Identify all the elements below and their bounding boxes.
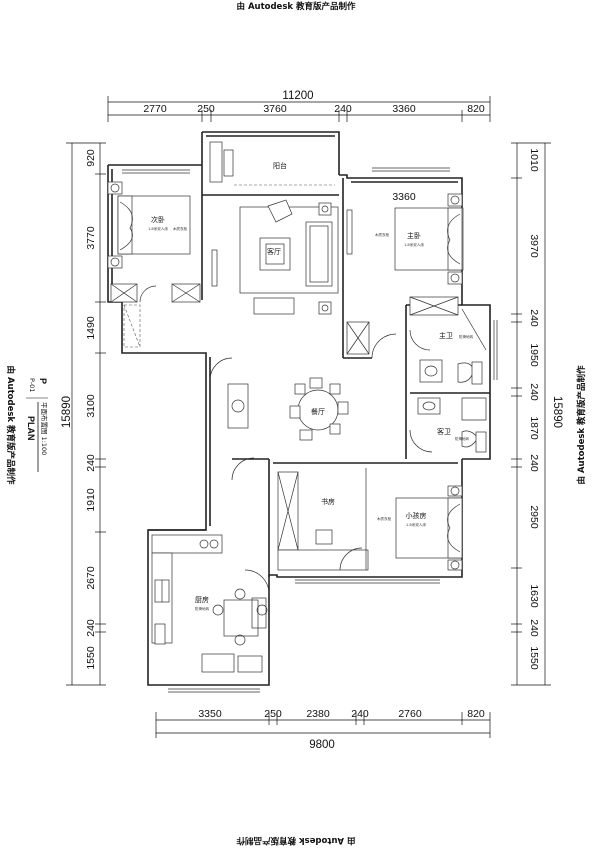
study: 书房 — [277, 468, 369, 571]
balcony: 阳台 — [209, 141, 335, 186]
right-dim-3: 240 — [528, 309, 540, 327]
top-dim-3: 3760 — [263, 103, 287, 115]
walls — [107, 131, 498, 693]
watermark-top: 由 Autodesk 教育版产品制作 — [236, 1, 356, 12]
room-label-kids-room: 小孩房 — [406, 511, 427, 520]
wardrobe-note-master-bedroom: 木质衣柜 — [375, 232, 390, 237]
right-dim-6: 1870 — [528, 416, 540, 440]
bed-note-master-bedroom: 1.8米双人床 — [404, 242, 424, 247]
wardrobe-note-second-bedroom: 木质衣柜 — [173, 226, 188, 231]
top-dim-1: 2770 — [143, 103, 167, 115]
bed-note-second-bedroom: 1.8米双人床 — [148, 226, 168, 231]
left-dim-1: 920 — [85, 149, 97, 167]
left-dimension-chain: 920 3770 1490 3100 240 1910 2670 240 155… — [61, 142, 106, 686]
sheet-number: P — [38, 378, 48, 384]
top-dim-5: 3360 — [392, 103, 416, 115]
bottom-dim-2: 250 — [264, 708, 282, 720]
dining-room: 餐厅 — [209, 357, 349, 481]
left-dim-6: 1910 — [85, 488, 97, 512]
right-dim-5: 240 — [528, 383, 540, 401]
wardrobe-note-kids-room: 木质衣柜 — [377, 516, 392, 521]
left-dim-3: 1490 — [85, 316, 97, 340]
drawing-plan-label: PLAN — [26, 416, 36, 441]
second-bedroom: 次卧 1.8米双人床 木质衣柜 — [107, 181, 218, 303]
floor-note-master-bath: 防滑地砖 — [459, 334, 474, 339]
watermark-left: 由 Autodesk 教育版产品制作 — [5, 365, 16, 485]
bottom-dim-5: 2760 — [398, 708, 422, 720]
left-total-dimension: 15890 — [61, 396, 73, 428]
left-dim-7: 2670 — [85, 566, 97, 590]
entry-cabinet — [123, 304, 141, 348]
living-room: 客厅 — [239, 199, 339, 315]
master-bath: 主卫 防滑地砖 — [409, 308, 487, 385]
left-dim-9: 1550 — [85, 646, 97, 670]
right-dim-8: 2950 — [528, 505, 540, 529]
left-dim-2: 3770 — [85, 226, 97, 250]
room-label-kitchen: 厨房 — [195, 595, 209, 604]
right-dim-4: 1950 — [528, 343, 540, 367]
room-label-balcony: 阳台 — [273, 161, 287, 170]
right-dim-2: 3970 — [528, 234, 540, 258]
room-label-master-bedroom: 主卧 — [407, 231, 421, 240]
floor-note-guest-bath: 防滑地砖 — [455, 436, 470, 441]
top-total-dimension: 11200 — [282, 90, 313, 102]
top-dim-6: 820 — [467, 103, 485, 115]
left-dim-8: 240 — [85, 619, 97, 637]
right-dim-9: 1630 — [528, 584, 540, 608]
master-bedroom: 3360 主卧 1.8米双人床 木质衣柜 — [346, 191, 464, 359]
watermark-right: 由 Autodesk 教育版产品制作 — [576, 365, 587, 485]
room-label-master-bath: 主卫 — [439, 331, 453, 340]
room-label-dining-room: 餐厅 — [311, 407, 325, 416]
bottom-dim-4: 240 — [351, 708, 369, 720]
right-dim-10: 240 — [528, 619, 540, 637]
bottom-dim-6: 820 — [467, 708, 485, 720]
right-dimension-chain: 1010 3970 240 1950 240 1870 240 2950 163… — [511, 142, 563, 686]
top-dimension-chain: 11200 2770 250 3760 240 3360 820 — [107, 90, 491, 122]
room-label-study: 书房 — [321, 497, 335, 506]
drawing-title: 平面布置图 1:100 — [40, 402, 49, 455]
watermark-bottom: 由 Autodesk 教育版产品制作 — [236, 835, 356, 846]
bottom-dim-3: 2380 — [306, 708, 330, 720]
floor-note-kitchen: 防滑地砖 — [195, 606, 210, 611]
title-block: P P-01 平面布置图 1:100 PLAN — [26, 378, 49, 472]
right-dim-1: 1010 — [528, 148, 540, 172]
right-dim-11: 1550 — [528, 646, 540, 670]
top-dim-4: 240 — [334, 103, 352, 115]
kids-room: 小孩房 1.8米双人床 木质衣柜 — [377, 485, 463, 571]
left-dim-5: 240 — [85, 454, 97, 472]
top-dim-2: 250 — [197, 103, 215, 115]
guest-bath: 客卫 防滑地砖 — [409, 397, 487, 453]
bottom-total-dimension: 9800 — [309, 739, 335, 751]
right-dim-7: 240 — [528, 454, 540, 472]
bottom-dim-1: 3350 — [198, 708, 222, 720]
room-label-second-bedroom: 次卧 — [151, 215, 165, 224]
left-dim-4: 3100 — [85, 394, 97, 418]
kitchen: 厨房 防滑地砖 — [151, 534, 270, 673]
bed-note-kids-room: 1.8米双人床 — [406, 522, 426, 527]
room-label-guest-bath: 客卫 — [437, 427, 451, 436]
bottom-dimension-chain: 3350 250 2380 240 2760 820 9800 — [155, 708, 491, 751]
sheet-subnumber: P-01 — [28, 378, 36, 392]
right-total-dimension: 15890 — [551, 396, 563, 428]
room-label-living-room: 客厅 — [267, 247, 281, 256]
interior-dimension: 3360 — [392, 191, 416, 203]
